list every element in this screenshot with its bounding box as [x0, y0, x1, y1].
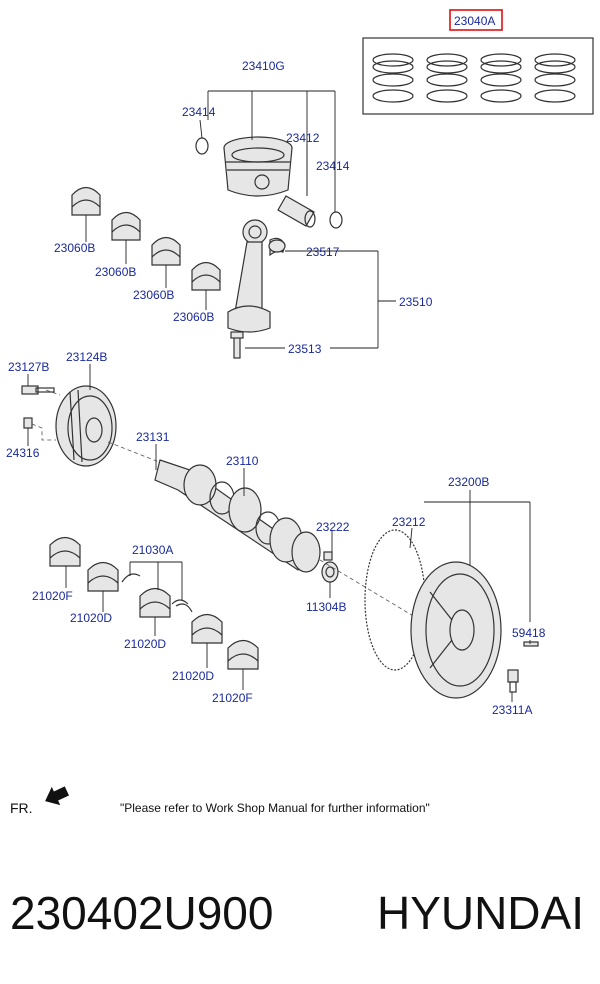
label-21020F-1[interactable]: 21020F [32, 589, 73, 603]
label-23222[interactable]: 23222 [316, 520, 350, 534]
flywheel-bolt[interactable] [507, 669, 519, 693]
crankshaft-pin[interactable] [323, 551, 333, 561]
label-23131[interactable]: 23131 [136, 430, 170, 444]
label-11304B[interactable]: 11304B [306, 600, 346, 614]
main-bearing-shells[interactable] [49, 536, 259, 670]
exploded-parts-diagram: 23040A 23410G 23414 23412 23414 23060B 2… [6, 9, 594, 816]
oil-seal[interactable] [321, 561, 339, 583]
crankshaft[interactable] [154, 459, 321, 573]
label-23200B[interactable]: 23200B [448, 475, 489, 489]
snap-ring-right[interactable] [329, 211, 343, 229]
connecting-rod[interactable] [227, 219, 286, 333]
label-21020D-1[interactable]: 21020D [70, 611, 112, 625]
label-23414-right[interactable]: 23414 [316, 159, 350, 173]
label-23412[interactable]: 23412 [286, 131, 320, 145]
label-23060B-1[interactable]: 23060B [54, 241, 95, 255]
label-23410G[interactable]: 23410G [242, 59, 285, 73]
front-direction-label: FR. [10, 800, 33, 816]
flywheel-dowel-pin[interactable] [523, 641, 539, 647]
label-23060B-4[interactable]: 23060B [173, 310, 214, 324]
connecting-rod-bolt[interactable] [230, 331, 244, 359]
piston-pin[interactable] [277, 195, 316, 228]
crankshaft-damper-pulley[interactable] [55, 385, 117, 467]
bearing-shells-23060B[interactable] [71, 186, 221, 291]
label-23127B[interactable]: 23127B [8, 360, 49, 374]
piston-ring-set[interactable] [362, 37, 594, 115]
highlight-box [449, 9, 503, 31]
label-23517[interactable]: 23517 [306, 245, 340, 259]
label-23513[interactable]: 23513 [288, 342, 322, 356]
brand-name: HYUNDAI [376, 887, 584, 939]
label-21020D-3[interactable]: 21020D [172, 669, 214, 683]
label-23040A[interactable]: 23040A [454, 14, 495, 28]
label-23414-left[interactable]: 23414 [182, 105, 216, 119]
pulley-bolt[interactable] [21, 385, 55, 395]
thrust-washers[interactable] [121, 573, 193, 613]
label-23060B-2[interactable]: 23060B [95, 265, 136, 279]
label-23060B-3[interactable]: 23060B [133, 288, 174, 302]
label-59418[interactable]: 59418 [512, 626, 546, 640]
leader-lines [27, 90, 531, 702]
connecting-rod-bearing[interactable] [268, 239, 286, 253]
front-direction-arrow-icon [45, 786, 69, 806]
flywheel[interactable] [410, 561, 502, 699]
label-21030A[interactable]: 21030A [132, 543, 173, 557]
label-23212[interactable]: 23212 [392, 515, 426, 529]
footer-note: "Please refer to Work Shop Manual for fu… [120, 801, 430, 815]
label-23311A[interactable]: 23311A [492, 703, 532, 717]
label-23510[interactable]: 23510 [399, 295, 433, 309]
part-number: 230402U900 [10, 887, 274, 939]
snap-ring-left[interactable] [195, 137, 209, 155]
woodruff-key[interactable] [23, 417, 33, 429]
label-21020D-2[interactable]: 21020D [124, 637, 166, 651]
label-23110[interactable]: 23110 [226, 454, 259, 468]
product-caption: 230402U900 HYUNDAI [0, 868, 600, 958]
label-24316[interactable]: 24316 [6, 446, 40, 460]
part-labels: 23040A 23410G 23414 23412 23414 23060B 2… [6, 14, 546, 717]
label-21020F-2[interactable]: 21020F [212, 691, 253, 705]
label-23124B[interactable]: 23124B [66, 350, 107, 364]
piston[interactable] [223, 136, 293, 197]
